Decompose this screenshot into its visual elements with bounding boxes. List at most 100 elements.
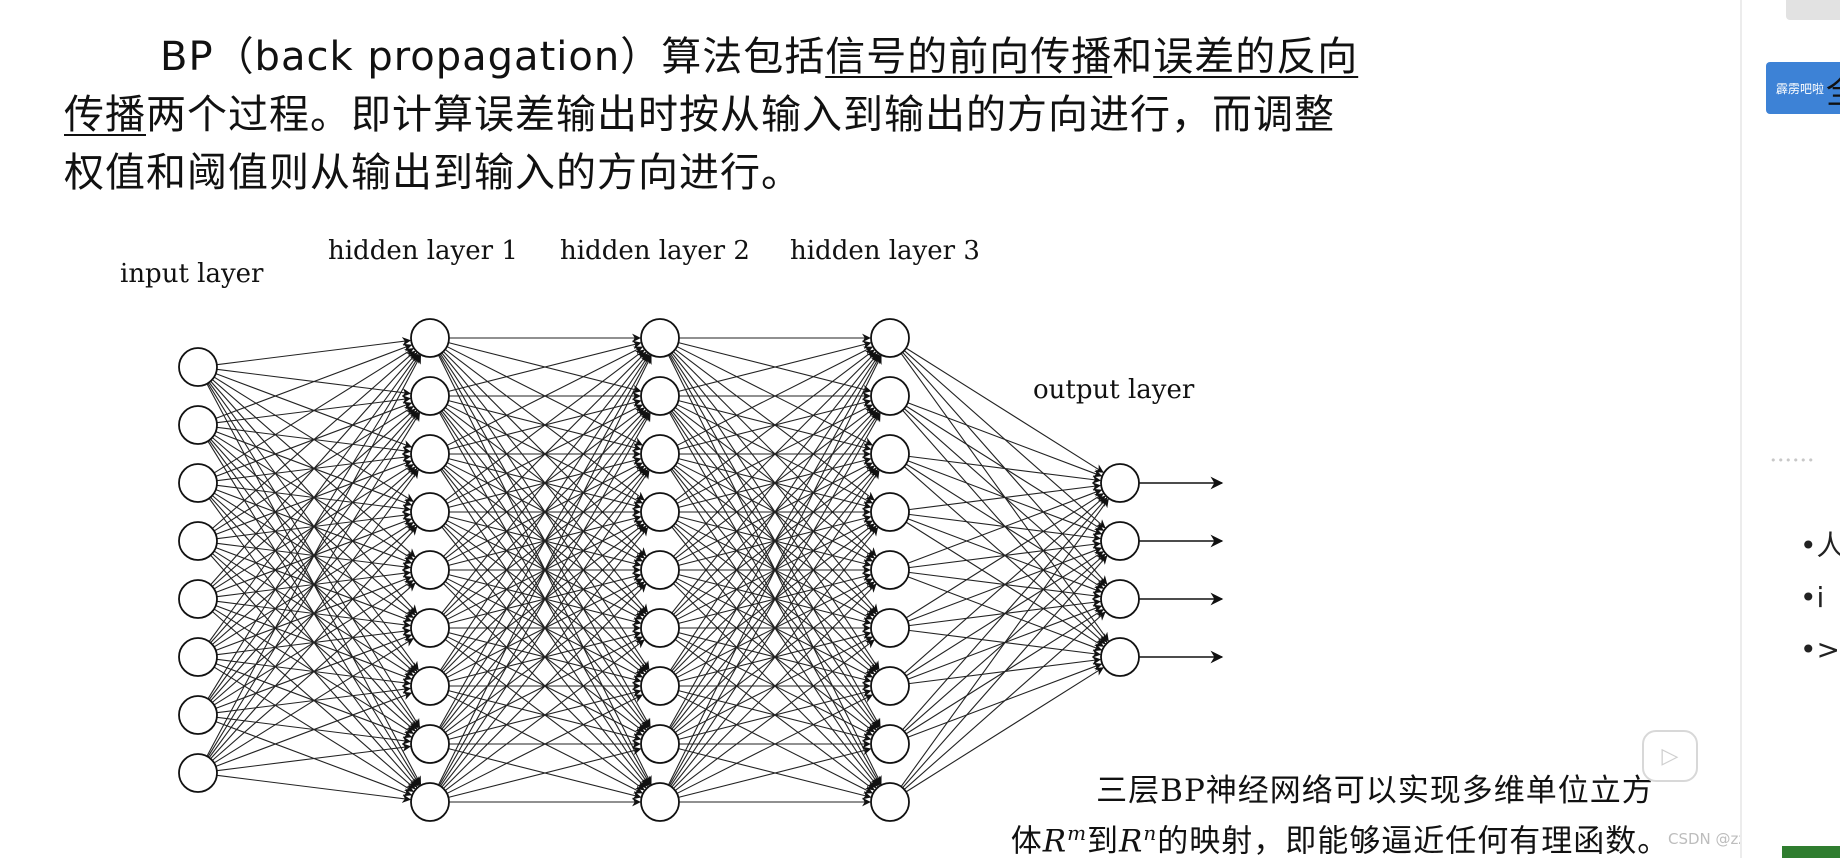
connection-line (908, 482, 1102, 511)
neuron-hidden2 (640, 376, 680, 416)
connection-line (448, 746, 642, 798)
connection-line (668, 412, 881, 786)
neuron-input (178, 405, 218, 445)
neuron-hidden1 (410, 550, 450, 590)
neuron-hidden3 (870, 550, 910, 590)
connection-line (668, 354, 881, 728)
sidebar-blue-button[interactable]: 霹雳吧啦 全 (1766, 62, 1840, 114)
sidebar-top-button[interactable] (1786, 0, 1840, 20)
connection-line (444, 349, 645, 501)
connection-line (448, 340, 642, 392)
connection-line (216, 337, 412, 366)
connection-line (438, 354, 651, 728)
connection-line (215, 691, 413, 767)
intro-text-1: BP（back propagation）算法包括 (160, 34, 826, 80)
connection-line (213, 638, 414, 764)
sidebar-bullet-item[interactable]: •i (1800, 581, 1825, 614)
connection-line (905, 667, 1104, 793)
label-hidden-layer-2: hidden layer 2 (560, 236, 750, 266)
play-button[interactable]: ▷ (1642, 730, 1698, 782)
intro-paragraph: BP（back propagation）算法包括信号的前向传播和误差的反向传播两… (64, 28, 1364, 202)
play-icon: ▷ (1661, 743, 1679, 769)
neuron-hidden3 (870, 724, 910, 764)
neuron-hidden3 (870, 376, 910, 416)
caption: 三层BP神经网络可以实现多维单位立方 体Rm到Rn的映射，即能够逼近任何有理函数… (960, 770, 1720, 862)
caption-sup-m: m (1067, 821, 1088, 845)
sidebar-bullet-list: •人 •i •> (1800, 520, 1840, 676)
connection-line (208, 353, 419, 642)
connection-line (437, 355, 652, 786)
sidebar-green-bar (1782, 846, 1840, 858)
connection-line (210, 526, 418, 760)
caption-text-to: 到 (1087, 823, 1120, 860)
neuron-hidden1 (410, 376, 450, 416)
caption-R-n: R (1119, 823, 1144, 860)
neuron-input (178, 579, 218, 619)
connection-line (440, 353, 650, 671)
connection-line (676, 346, 873, 446)
connection-line (216, 774, 412, 803)
connection-line (206, 354, 422, 757)
neuron-hidden3 (870, 318, 910, 358)
neuron-output (1100, 463, 1140, 503)
neuron-hidden1 (410, 492, 450, 532)
neuron-output (1100, 579, 1140, 619)
neuron-input (178, 695, 218, 735)
neuron-hidden1 (410, 724, 450, 764)
neuron-hidden2 (640, 608, 680, 648)
neuron-hidden1 (410, 608, 450, 648)
connection-line (903, 611, 1106, 790)
connection-line (442, 583, 647, 789)
connection-line (674, 349, 875, 501)
caption-R-m: R (1042, 823, 1068, 860)
connection-line (907, 402, 1103, 478)
connection-line (211, 582, 416, 761)
connection-line (670, 353, 880, 671)
connection-line (671, 352, 879, 614)
intro-text-2: 和 (1112, 34, 1154, 80)
caption-text-b: 的映射，即能够逼近任何有理函数。 (1157, 823, 1670, 860)
connection-line (440, 469, 650, 787)
neuron-hidden2 (640, 434, 680, 474)
caption-sup-n: n (1143, 821, 1158, 845)
neuron-hidden2 (640, 666, 680, 706)
sidebar-blue-button-small-text: 霹雳吧啦 (1776, 81, 1825, 96)
connection-line (213, 348, 414, 474)
connection-line (672, 351, 877, 557)
connection-line (211, 350, 416, 529)
connection-line (444, 639, 645, 791)
label-input-layer: input layer (120, 259, 264, 289)
connection-line (676, 694, 873, 794)
connection-line (210, 352, 418, 586)
connection-line (902, 497, 1108, 731)
neuron-input (178, 521, 218, 561)
connection-line (438, 412, 651, 786)
neuron-hidden1 (410, 434, 450, 474)
sidebar-blue-button-big-text: 全 (1826, 64, 1840, 113)
intro-text-3: 两个过程。即计算误差输出时按从输入到输出的方向进行，而调整权值和阈值则从输出到输… (64, 92, 1335, 196)
connection-line (442, 351, 647, 557)
output-arrows (1139, 476, 1224, 664)
connection-line (215, 343, 413, 419)
connection-line (441, 352, 649, 614)
neuron-hidden3 (870, 492, 910, 532)
connection-line (667, 355, 882, 786)
connection-line (446, 346, 643, 446)
connection-line (900, 498, 1109, 787)
label-hidden-layer-1: hidden layer 1 (328, 236, 518, 266)
neuron-hidden2 (640, 318, 680, 358)
connection-line (446, 694, 643, 794)
connection-line (678, 340, 872, 392)
neuron-hidden2 (640, 724, 680, 764)
sidebar-bullet-item[interactable]: •人 (1800, 529, 1840, 562)
connection-line (674, 639, 875, 791)
neuron-hidden2 (640, 492, 680, 532)
neuron-output (1100, 637, 1140, 677)
sidebar-bullet-item[interactable]: •> (1800, 633, 1840, 666)
neuron-hidden1 (410, 782, 450, 822)
neuron-hidden2 (640, 782, 680, 822)
connection-line (670, 469, 880, 787)
intro-underline-backward: 误差的反向传播 (64, 34, 1359, 138)
neuron-hidden3 (870, 608, 910, 648)
connection-line (678, 746, 872, 798)
